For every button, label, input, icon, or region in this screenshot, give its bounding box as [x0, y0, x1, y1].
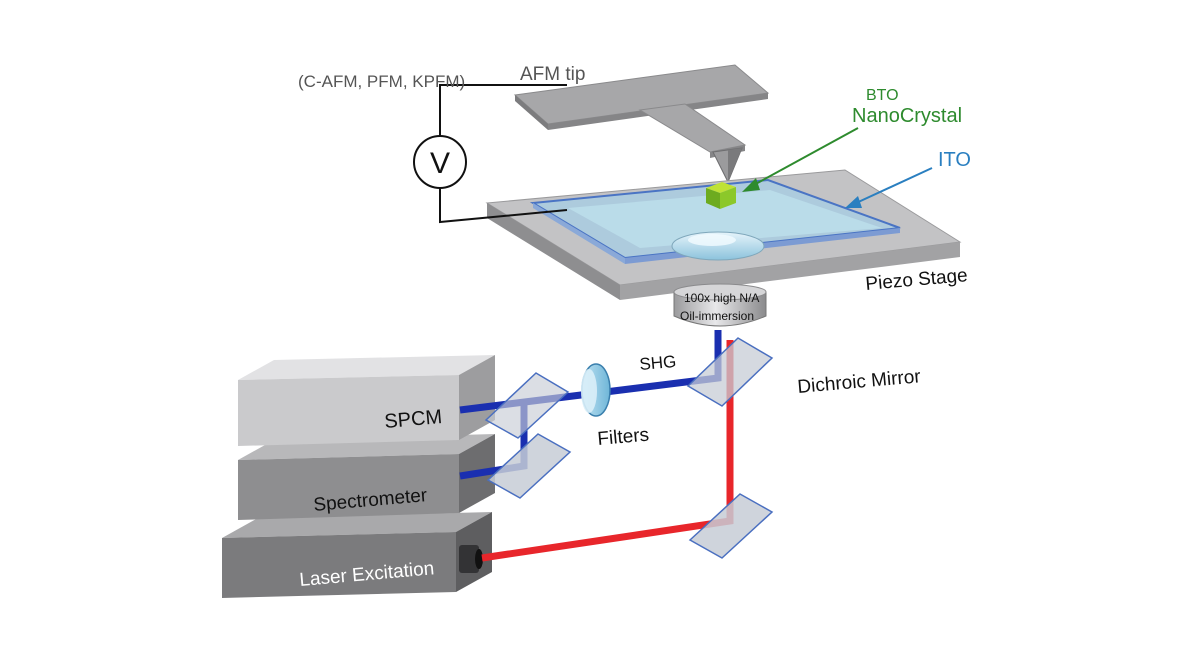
bto-nanocrystal-cube — [706, 182, 736, 209]
ito-label: ITO — [938, 149, 971, 171]
dichroic-mirror — [686, 337, 774, 407]
voltmeter-circle — [413, 135, 467, 189]
laser-output-port — [459, 545, 483, 573]
dichroic-mirror-label: Dichroic Mirror — [797, 366, 923, 398]
spectrometer-box: Spectrometer — [238, 434, 495, 520]
laser-excitation-box: Laser Excitation — [222, 512, 492, 598]
piezo-stage-label: Piezo Stage — [865, 265, 969, 295]
afm-tip-label: AFM tip — [520, 64, 585, 85]
filters-disc — [581, 363, 611, 417]
bto-label-line2: NanoCrystal — [852, 105, 962, 127]
ito-slide — [529, 178, 901, 264]
shg-label: SHG — [639, 352, 677, 374]
spcm-label: SPCM — [384, 406, 443, 433]
afm-modes-label: (C-AFM, PFM, KPFM) — [298, 72, 465, 91]
bto-pointer-arrow — [742, 127, 859, 192]
voltmeter-symbol: V — [430, 147, 450, 180]
beam-splitter-mirror — [484, 372, 570, 439]
objective-label-line1: 100x high N/A — [684, 291, 759, 305]
spcm-box: SPCM — [238, 355, 495, 446]
bto-label-line1: BTO — [866, 87, 899, 104]
lower-mirror-red — [688, 493, 774, 559]
filters-label: Filters — [597, 425, 650, 450]
spectrometer-mirror — [486, 433, 572, 499]
afm-cantilever — [513, 64, 770, 184]
ito-pointer-arrow — [845, 167, 933, 208]
objective-label-line2: Oil-immersion — [680, 309, 754, 323]
voltage-circuit-wires — [439, 84, 568, 224]
objective-lens: 100x high N/A Oil-immersion — [673, 283, 767, 327]
